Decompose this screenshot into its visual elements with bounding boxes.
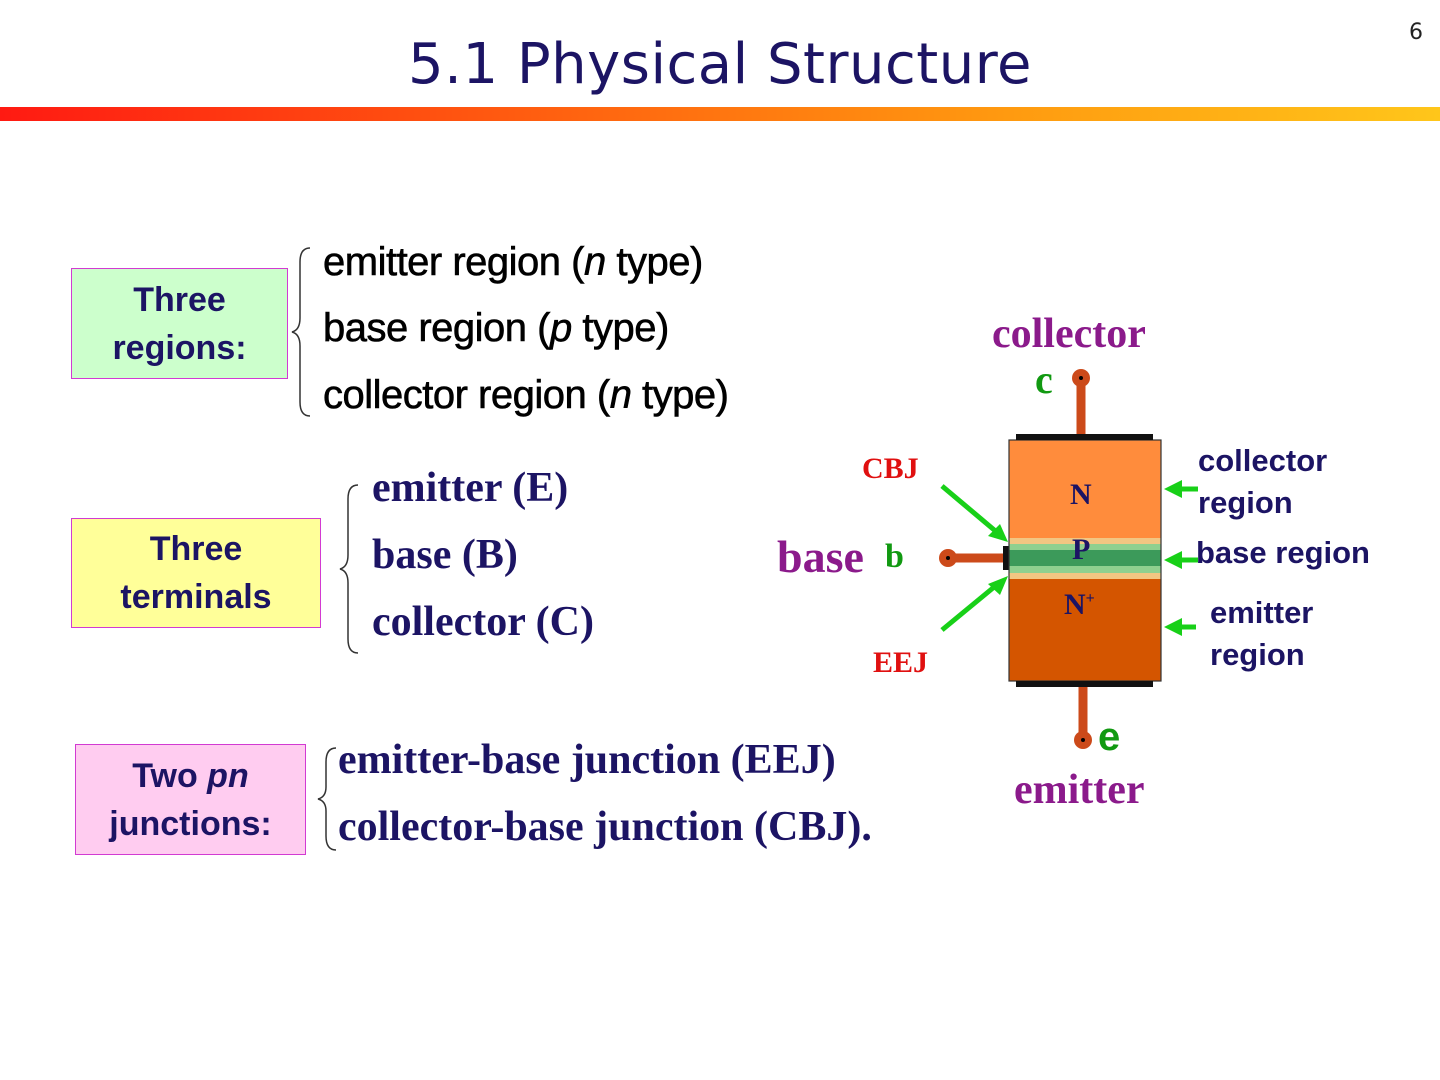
region-item-collector: collector region (n type) bbox=[323, 373, 730, 418]
emitter-word-label: emitter bbox=[1014, 767, 1145, 813]
emitter-layer-label: N+ bbox=[1064, 588, 1095, 621]
collector-contact bbox=[1016, 434, 1153, 440]
two-pn-junctions-label-line1: Two pn bbox=[132, 756, 249, 795]
three-terminals-label-line1: Three bbox=[149, 530, 243, 568]
base-layer-light-top bbox=[1009, 544, 1161, 550]
junction-item-eej: emitter-base junction (EEJ) bbox=[338, 737, 836, 783]
emitter-letter-label: e bbox=[1098, 715, 1121, 759]
three-regions-label-line2: regions: bbox=[112, 328, 247, 367]
brace-terminals bbox=[339, 484, 359, 654]
cbj-label: CBJ bbox=[862, 452, 919, 485]
base-word-label: base bbox=[777, 531, 864, 582]
three-terminals-label-line2: terminals bbox=[120, 578, 272, 616]
collector-terminal-center bbox=[1079, 376, 1083, 380]
junction-item-cbj: collector-base junction (CBJ). bbox=[338, 804, 872, 850]
base-contact bbox=[1003, 546, 1011, 570]
base-layer-top-stripe bbox=[1009, 538, 1161, 544]
terminal-item-collector: collector (C) bbox=[372, 599, 594, 645]
three-regions-label-line1: Three bbox=[133, 280, 226, 319]
region-item-base: base region (p type) bbox=[323, 306, 670, 351]
base-terminal-center bbox=[946, 556, 950, 560]
brace-junctions bbox=[317, 747, 337, 851]
eej-arrow-line bbox=[940, 581, 1001, 632]
base-layer bbox=[1009, 550, 1161, 566]
region-item-emitter: emitter region (n type) bbox=[323, 240, 704, 285]
emitter-region-arrowhead bbox=[1164, 618, 1182, 636]
cbj-arrow-line bbox=[940, 484, 1001, 536]
base-layer-light-bottom bbox=[1009, 566, 1161, 573]
three-regions-label-box: Three regions: bbox=[71, 268, 288, 379]
collector-layer-label: N bbox=[1070, 478, 1092, 511]
base-layer-bottom-stripe bbox=[1009, 573, 1161, 579]
collector-region-label: collector region bbox=[1198, 443, 1328, 520]
three-terminals-label-box: Three terminals bbox=[71, 518, 321, 628]
base-letter-label: b bbox=[885, 538, 904, 575]
base-region-arrowhead bbox=[1164, 551, 1182, 569]
two-pn-junctions-label-box: Two pn junctions: bbox=[75, 744, 306, 855]
collector-layer bbox=[1009, 440, 1161, 538]
base-layer-label: P bbox=[1072, 533, 1091, 566]
emitter-region-label: emitter region bbox=[1210, 595, 1314, 672]
title-underline-bar bbox=[0, 107, 1440, 121]
brace-regions bbox=[291, 247, 311, 417]
collector-region-arrowhead bbox=[1164, 480, 1182, 498]
cbj-arrowhead bbox=[988, 524, 1008, 542]
slide-number: 6 bbox=[1409, 20, 1423, 45]
terminal-item-emitter: emitter (E) bbox=[372, 465, 569, 511]
slide-title: 5.1 Physical Structure bbox=[408, 32, 1032, 97]
collector-word-label: collector bbox=[992, 311, 1146, 357]
emitter-terminal-center bbox=[1081, 738, 1085, 742]
collector-letter-label: c bbox=[1035, 357, 1053, 402]
eej-label: EEJ bbox=[873, 646, 929, 679]
base-region-label: base region bbox=[1196, 535, 1370, 570]
emitter-layer bbox=[1009, 579, 1161, 681]
eej-arrowhead bbox=[988, 576, 1008, 595]
emitter-contact bbox=[1016, 681, 1153, 687]
terminal-item-base: base (B) bbox=[372, 532, 518, 578]
two-pn-junctions-label-line2: junctions: bbox=[109, 804, 272, 843]
